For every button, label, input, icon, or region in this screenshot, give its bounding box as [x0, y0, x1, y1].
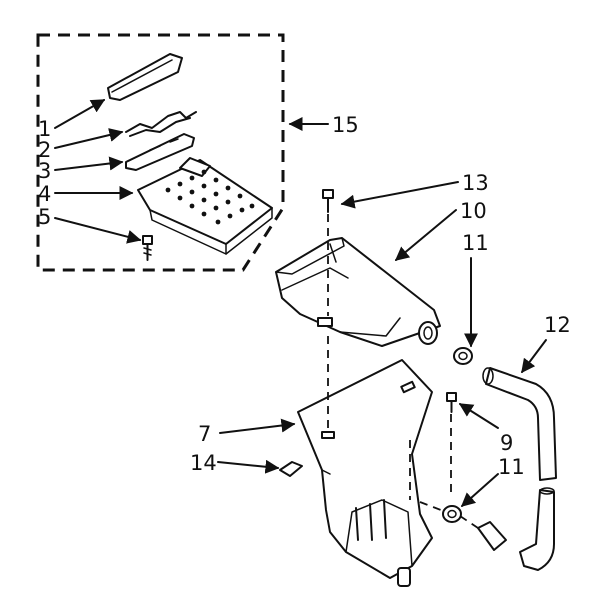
part-13-screw	[322, 189, 334, 213]
part-11-clamp-lower	[442, 505, 462, 523]
callout-12: 12	[544, 313, 571, 337]
callout-13: 13	[462, 171, 489, 195]
callout-2: 2	[38, 138, 51, 162]
callout-3: 3	[38, 159, 51, 183]
callout-11-upper: 11	[462, 231, 489, 255]
part-12-hose-upper	[482, 367, 557, 481]
part-1-lid	[107, 53, 183, 101]
callout-4: 4	[38, 182, 51, 206]
callout-1: 1	[38, 117, 51, 141]
part-9-screw	[446, 392, 457, 413]
part-2-clip	[125, 111, 197, 137]
subassembly-dashed-box	[36, 33, 285, 272]
callout-11-lower: 11	[498, 455, 525, 479]
part-7-bracket	[297, 359, 433, 587]
part-10-dispenser-body	[275, 237, 441, 347]
part-14-clip	[279, 461, 303, 477]
callout-labels: 1 2 3 4 5 15 13 10 11 12 7 14 9 11	[38, 113, 571, 479]
callout-7: 7	[198, 422, 211, 446]
callout-14: 14	[190, 451, 217, 475]
callout-10: 10	[460, 199, 487, 223]
hose-lower	[477, 487, 555, 571]
part-4-tray	[137, 157, 273, 255]
assembly-guide-lines	[327, 214, 479, 529]
part-3-hinge	[125, 133, 195, 171]
leader-arrows	[54, 99, 547, 507]
callout-5: 5	[38, 205, 51, 229]
callout-9: 9	[500, 431, 513, 455]
callout-15: 15	[332, 113, 359, 137]
tray-vent-holes	[165, 169, 255, 225]
part-11-clamp-upper	[453, 347, 473, 365]
part-5-screw	[142, 235, 153, 261]
